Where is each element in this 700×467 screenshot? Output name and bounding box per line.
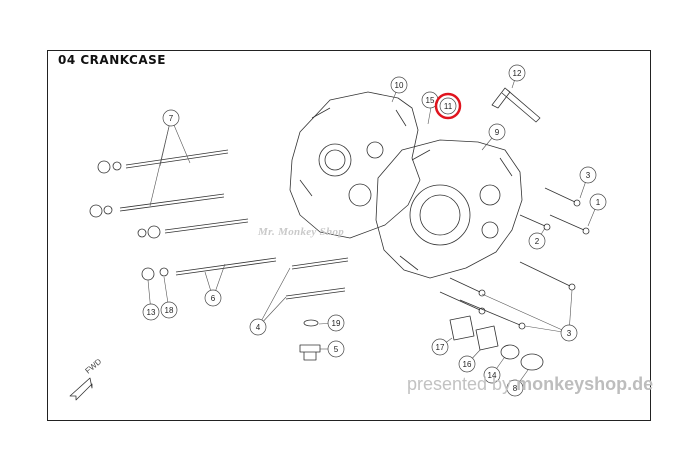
callout-2: 2 — [528, 232, 546, 250]
callout-6: 6 — [204, 289, 222, 307]
svg-text:8: 8 — [513, 384, 518, 393]
callout-18: 18 — [160, 301, 178, 319]
callout-3a: 3 — [579, 166, 597, 184]
fwd-arrow — [69, 377, 93, 401]
callout-17: 17 — [431, 338, 449, 356]
svg-text:3: 3 — [567, 329, 572, 338]
spring-16 — [475, 325, 499, 351]
svg-text:19: 19 — [332, 319, 341, 328]
svg-text:16: 16 — [463, 360, 472, 369]
drain-plug-5 — [299, 344, 321, 361]
fwd-label: FWD — [84, 357, 104, 376]
filter-17 — [449, 315, 475, 341]
cap-8 — [520, 353, 544, 371]
svg-text:5: 5 — [334, 345, 339, 354]
callout-5: 5 — [327, 340, 345, 358]
svg-text:14: 14 — [488, 371, 497, 380]
diagram-frame — [47, 50, 651, 421]
left-bearing-bore — [318, 143, 352, 177]
watermark-bottom: presented by monkeyshop.de — [407, 374, 653, 395]
callout-12: 12 — [508, 64, 526, 82]
svg-text:13: 13 — [147, 308, 156, 317]
svg-text:15: 15 — [426, 96, 435, 105]
svg-text:7: 7 — [169, 114, 174, 123]
svg-text:17: 17 — [436, 343, 445, 352]
svg-text:18: 18 — [165, 306, 174, 315]
watermark-brand: monkeyshop.de — [516, 374, 654, 394]
bolts-right — [439, 187, 590, 330]
o-ring-14 — [500, 344, 520, 360]
svg-text:6: 6 — [211, 294, 216, 303]
callout-8: 8 — [506, 379, 524, 397]
crankcase-left-half — [289, 91, 421, 239]
svg-text:1: 1 — [596, 198, 601, 207]
part-12-bent-rod — [491, 87, 541, 123]
svg-text:9: 9 — [495, 128, 500, 137]
svg-text:4: 4 — [256, 323, 261, 332]
svg-text:11: 11 — [444, 102, 453, 111]
callout-14: 14 — [483, 366, 501, 384]
svg-text:10: 10 — [395, 81, 404, 90]
watermark-prefix: presented by — [407, 374, 512, 394]
callout-11: 11 — [439, 97, 457, 115]
studs-7 — [119, 149, 249, 234]
nuts-left — [89, 160, 169, 281]
callout-3b: 3 — [560, 324, 578, 342]
page-title: 04 CRANKCASE — [58, 53, 166, 67]
callout-16: 16 — [458, 355, 476, 373]
callout-9: 9 — [488, 123, 506, 141]
highlight-ring — [434, 92, 462, 120]
callout-7: 7 — [162, 109, 180, 127]
svg-text:12: 12 — [513, 69, 522, 78]
callout-19: 19 — [327, 314, 345, 332]
callout-10: 10 — [390, 76, 408, 94]
right-bearing-bore — [409, 184, 471, 246]
callout-13: 13 — [142, 303, 160, 321]
crankcase-right-half — [375, 139, 523, 279]
studs-6 — [175, 257, 349, 300]
callout-1: 1 — [589, 193, 607, 211]
watermark-top: Mr. Monkey Shop — [258, 226, 345, 238]
svg-text:3: 3 — [586, 171, 591, 180]
washer-19 — [303, 319, 319, 327]
svg-text:2: 2 — [535, 237, 540, 246]
callout-4: 4 — [249, 318, 267, 336]
